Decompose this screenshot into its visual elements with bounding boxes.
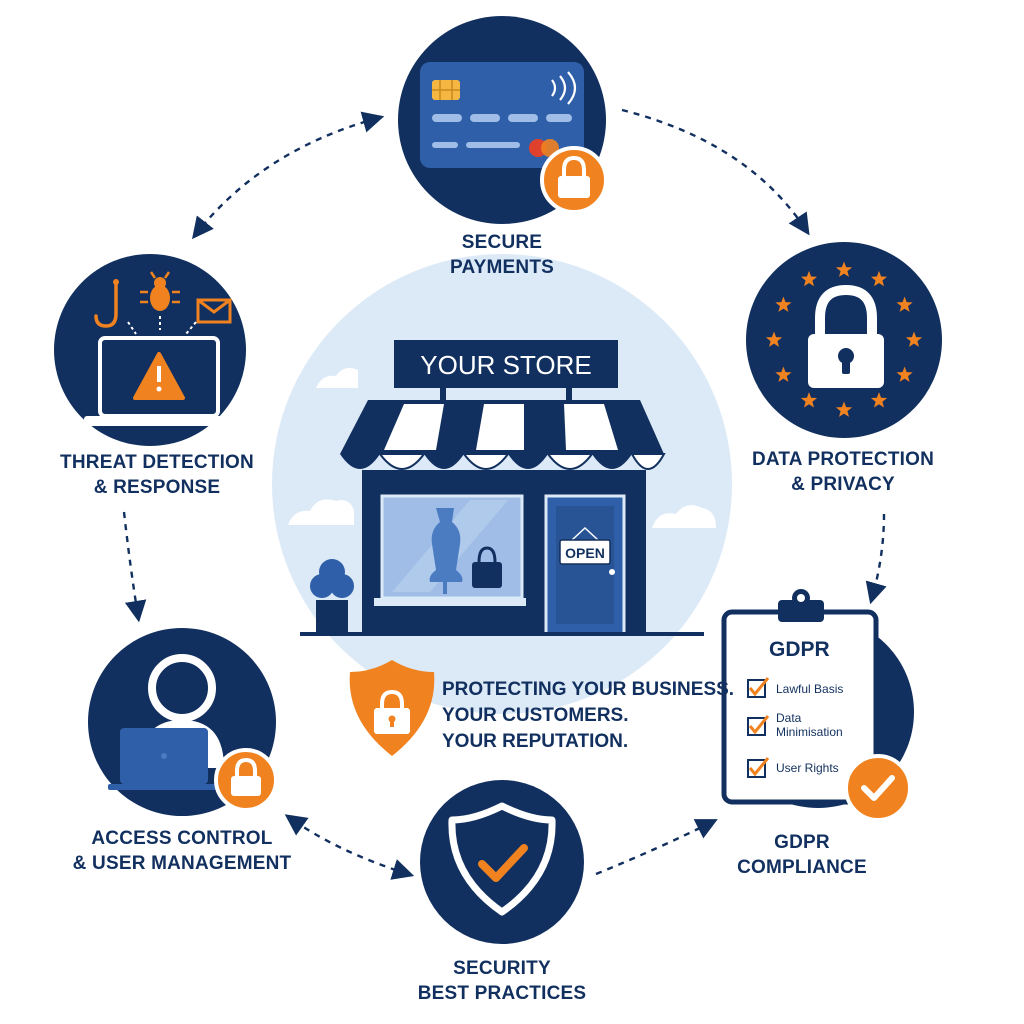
check-mark-3 <box>748 757 770 777</box>
email-icon <box>196 298 232 324</box>
arrow-threat-to-access <box>122 511 147 623</box>
eu-star <box>835 261 853 277</box>
mannequin-stand <box>443 582 447 594</box>
cloud-top <box>316 368 358 388</box>
store-sign-board <box>394 340 618 388</box>
store-illustration: YOUR STORE <box>272 254 732 714</box>
eu-star <box>765 331 783 347</box>
best-practices-node <box>420 780 584 944</box>
best-practices-label-line1: SECURITY <box>453 958 551 979</box>
eu-star <box>896 366 913 382</box>
open-sign-string <box>571 526 599 541</box>
padlock-icon <box>808 284 884 388</box>
potted-plant <box>310 559 354 632</box>
eu-star <box>870 270 888 287</box>
store-sign-post-right <box>566 388 572 402</box>
eu-star <box>835 401 853 417</box>
data-protection-label-line1: DATA PROTECTION <box>751 449 935 470</box>
secure-payments-label: SECURE PAYMENTS <box>402 230 602 280</box>
secure-payments-label-line2: PAYMENTS <box>449 257 554 278</box>
awning-scallops <box>340 453 666 470</box>
eu-star <box>800 392 818 408</box>
shopping-bag <box>472 546 502 588</box>
bug-icon <box>140 271 180 311</box>
access-lock-badge-icon <box>214 748 278 812</box>
mannequin <box>429 508 463 582</box>
gdpr-compliance-label-line1: GDPR <box>774 832 830 853</box>
checkbox-1 <box>747 679 766 698</box>
best-practices-label: SECURITY BEST PRACTICES <box>392 956 612 1006</box>
credit-card-icon <box>420 62 584 168</box>
check-mark-1 <box>748 677 770 697</box>
window-sill <box>374 598 526 606</box>
clipboard-title: GDPR <box>769 638 830 661</box>
tagline-line-2: YOUR CUSTOMERS. <box>442 705 629 726</box>
store-sign-post-left <box>440 388 446 402</box>
shield-check-icon <box>448 802 556 916</box>
arrow-payments-to-dataprotection <box>621 108 810 236</box>
gdpr-check-badge-icon <box>844 754 912 822</box>
eu-star <box>775 366 792 382</box>
threat-detection-node <box>54 254 246 446</box>
eu-star <box>800 270 818 287</box>
access-control-label: ACCESS CONTROL & USER MANAGEMENT <box>62 826 302 876</box>
tagline-line-1: PROTECTING YOUR BUSINESS. <box>442 679 735 700</box>
open-sign-text: OPEN <box>565 545 605 561</box>
store-sign-text: YOUR STORE <box>420 350 591 380</box>
threat-detection-label-line1: THREAT DETECTION <box>60 452 254 473</box>
clipboard-item-3: User Rights <box>747 757 839 778</box>
door-handle <box>609 569 615 575</box>
secure-payments-label-line1: SECURE <box>461 232 543 253</box>
data-protection-label-line2: & PRIVACY <box>791 474 895 495</box>
gdpr-compliance-label-line2: COMPLIANCE <box>737 857 867 878</box>
eu-star <box>896 296 913 312</box>
check-mark-2 <box>748 715 770 735</box>
threat-detection-label-line2: & RESPONSE <box>93 477 221 498</box>
best-practices-label-line2: BEST PRACTICES <box>417 983 587 1004</box>
open-sign <box>559 539 611 565</box>
eu-stars-icon <box>765 261 923 417</box>
cloud-right <box>652 505 716 528</box>
tagline-shield-icon <box>349 660 435 756</box>
access-control-label-line1: ACCESS CONTROL <box>91 828 273 849</box>
clipboard-item-1: Lawful Basis <box>747 677 843 698</box>
checkbox-2 <box>747 717 766 736</box>
cloud-left <box>288 499 354 525</box>
arrow-dataprotection-to-gdpr <box>865 513 887 605</box>
store-ground-line <box>300 632 704 636</box>
awning-stripes <box>384 404 618 450</box>
door-inner-panel <box>556 506 614 624</box>
threat-dashes <box>127 316 197 335</box>
payments-lock-badge-icon <box>540 146 608 214</box>
data-protection-node <box>746 242 942 438</box>
laptop-icon <box>108 728 220 790</box>
checkbox-3 <box>747 759 766 778</box>
clipboard-item-label-3: User Rights <box>776 761 839 775</box>
fishing-hook-icon <box>94 279 119 328</box>
data-protection-label: DATA PROTECTION & PRIVACY <box>738 447 948 497</box>
gdpr-compliance-label: GDPR COMPLIANCE <box>712 830 892 880</box>
eu-star <box>870 392 888 408</box>
access-control-node <box>88 628 278 816</box>
tagline-line-3: YOUR REPUTATION. <box>442 731 629 752</box>
arrow-bestpractices-to-access <box>284 814 415 880</box>
eu-star <box>775 296 792 312</box>
warning-laptop-icon <box>84 336 234 426</box>
tagline: PROTECTING YOUR BUSINESS. YOUR CUSTOMERS… <box>442 677 734 755</box>
arrow-gdpr-to-bestpractices <box>595 819 718 876</box>
access-control-label-line2: & USER MANAGEMENT <box>72 853 292 874</box>
secure-payments-node <box>398 16 608 224</box>
eu-star <box>905 331 923 347</box>
arrow-payments-to-threat <box>191 111 385 240</box>
clipboard-item-label-1: Lawful Basis <box>776 682 843 696</box>
threat-detection-label: THREAT DETECTION & RESPONSE <box>50 450 264 500</box>
cycle-arrows <box>122 108 887 880</box>
